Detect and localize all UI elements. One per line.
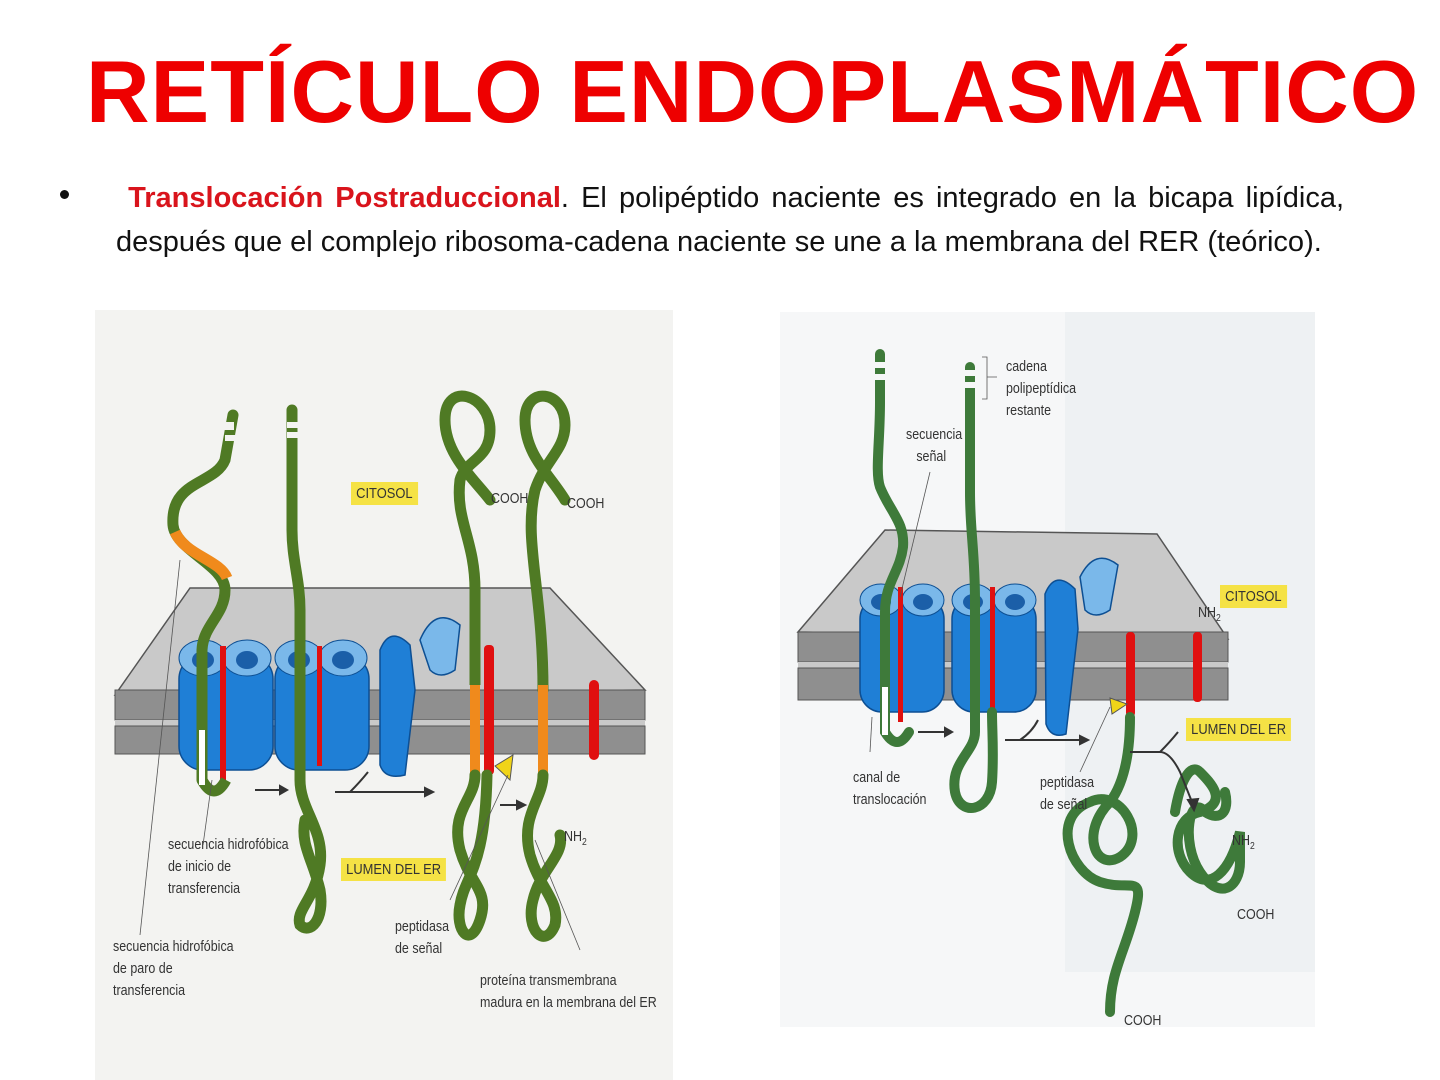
translocon-icon xyxy=(951,583,1037,713)
lumen-tag: LUMEN DEL ER xyxy=(341,858,447,881)
translocon-icon xyxy=(274,639,370,771)
arrow-icon xyxy=(255,771,528,811)
start-transfer-label: secuencia hidrofóbica de inicio de trans… xyxy=(168,837,289,897)
diagram-right-illustration xyxy=(796,312,1315,1017)
figure-cotranslational-transmembrane: CITOSOL LUMEN DEL ER COOH COOH NH2 secue… xyxy=(95,310,673,1080)
stop-transfer-label: secuencia hidrofóbica de paro de transfe… xyxy=(113,939,234,999)
cooh-label: COOH xyxy=(567,496,605,512)
bullet-paragraph: Translocación Postraduccional. El polipé… xyxy=(116,176,1344,264)
diagram-left-illustration xyxy=(113,390,647,951)
lumen-tag: LUMEN DEL ER xyxy=(1186,718,1292,741)
figure-soluble-protein-translocation: cadena polipeptídica restante secuencia … xyxy=(780,312,1315,1029)
slide-title: RETÍCULO ENDOPLASMÁTICO xyxy=(86,42,1420,141)
open-translocon-icon xyxy=(379,616,461,777)
remaining-chain-label: cadena polipeptídica restante xyxy=(1006,359,1077,419)
cytosol-tag: CITOSOL xyxy=(351,482,418,505)
arrow-icon xyxy=(918,719,1200,813)
nh2-label: NH2 xyxy=(1232,833,1255,852)
nh2-label: NH2 xyxy=(564,829,587,848)
open-translocon-icon xyxy=(1044,557,1119,736)
signal-peptidase-label: peptidasa de señal xyxy=(395,919,450,957)
translocon-icon xyxy=(178,639,274,781)
highlighted-term: Translocación Postraduccional xyxy=(128,182,561,214)
cooh-label: COOH xyxy=(491,491,529,507)
translocon-icon xyxy=(859,583,945,722)
bullet-body: . El polipéptido naciente es integrado e… xyxy=(116,182,1345,258)
mature-protein-label: proteína transmembrana madura en la memb… xyxy=(480,973,657,1011)
signal-peptidase-label: peptidasa de señal xyxy=(1040,775,1095,813)
nh2-label: NH2 xyxy=(1198,605,1221,624)
cooh-label: COOH xyxy=(1124,1013,1162,1029)
cooh-label: COOH xyxy=(1237,907,1275,923)
bullet-icon xyxy=(60,190,69,199)
cytosol-tag: CITOSOL xyxy=(1220,585,1287,608)
signal-sequence-label: secuencia señal xyxy=(906,427,963,465)
translocation-channel-label: canal de translocación xyxy=(853,770,927,808)
